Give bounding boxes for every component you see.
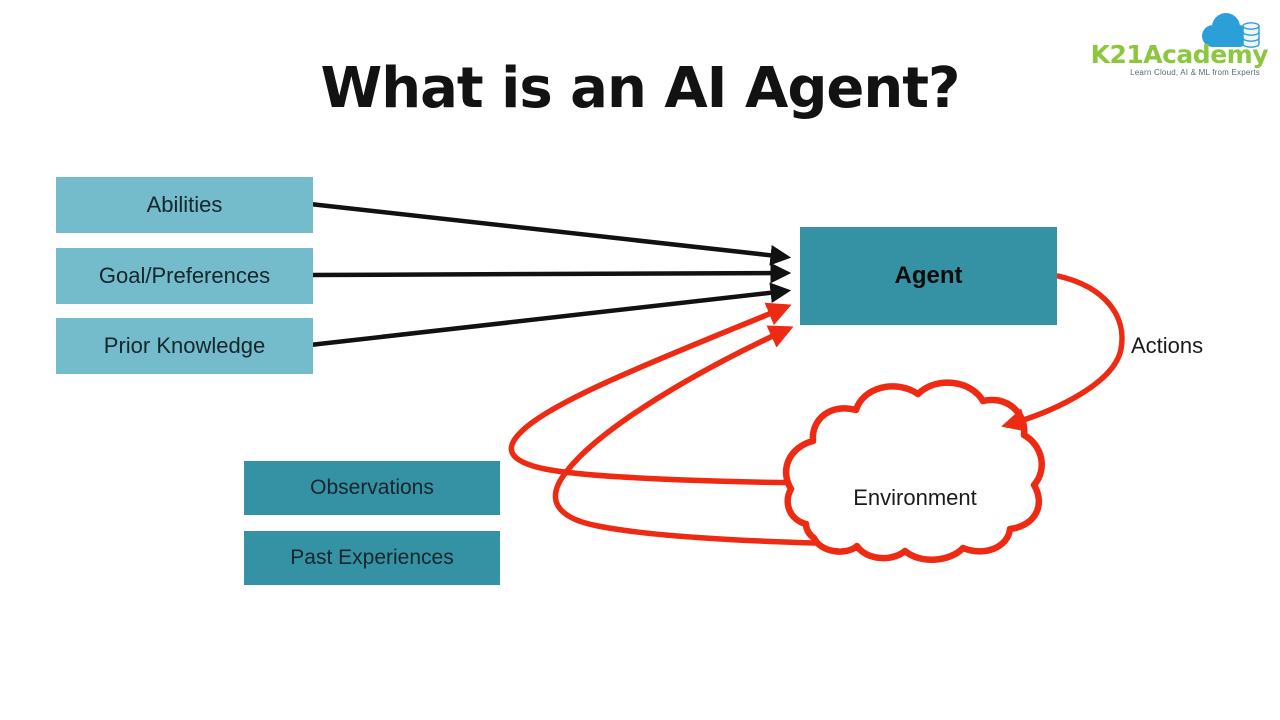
logo-name: K21Academy	[1090, 40, 1269, 69]
arrow-prior-knowledge-to-agent	[309, 282, 792, 348]
box-goal-preferences-label: Goal/Preferences	[98, 263, 271, 288]
box-observations: Observations	[244, 461, 500, 515]
logo-cloud-icon	[1202, 13, 1260, 48]
box-past-experiences: Past Experiences	[244, 531, 500, 585]
environment-cloud	[783, 379, 1045, 563]
arrow-abilities-to-agent	[309, 201, 792, 266]
box-agent: Agent	[800, 227, 1057, 325]
arrow-agent-to-environment	[1001, 273, 1125, 432]
logo: K21Academy Learn Cloud, AI & ML from Exp…	[1090, 10, 1272, 80]
arrow-goal-to-agent	[309, 262, 792, 284]
box-prior-knowledge-label: Prior Knowledge	[103, 333, 266, 358]
box-abilities: Abilities	[56, 177, 313, 233]
logo-tagline: Learn Cloud, AI & ML from Experts	[1130, 68, 1260, 77]
actions-label: Actions	[1131, 333, 1204, 358]
box-agent-label: Agent	[894, 262, 963, 289]
environment-label: Environment	[853, 485, 977, 510]
box-goal-preferences: Goal/Preferences	[56, 248, 313, 304]
box-past-experiences-label: Past Experiences	[290, 546, 454, 569]
box-observations-label: Observations	[310, 476, 434, 499]
box-prior-knowledge: Prior Knowledge	[56, 318, 313, 374]
box-abilities-label: Abilities	[146, 192, 223, 217]
page-title: What is an AI Agent?	[320, 56, 960, 121]
logo-database-icon	[1242, 22, 1260, 48]
arrow-observations-to-agent	[508, 302, 896, 486]
arrow-past-experiences-to-agent	[552, 325, 863, 547]
